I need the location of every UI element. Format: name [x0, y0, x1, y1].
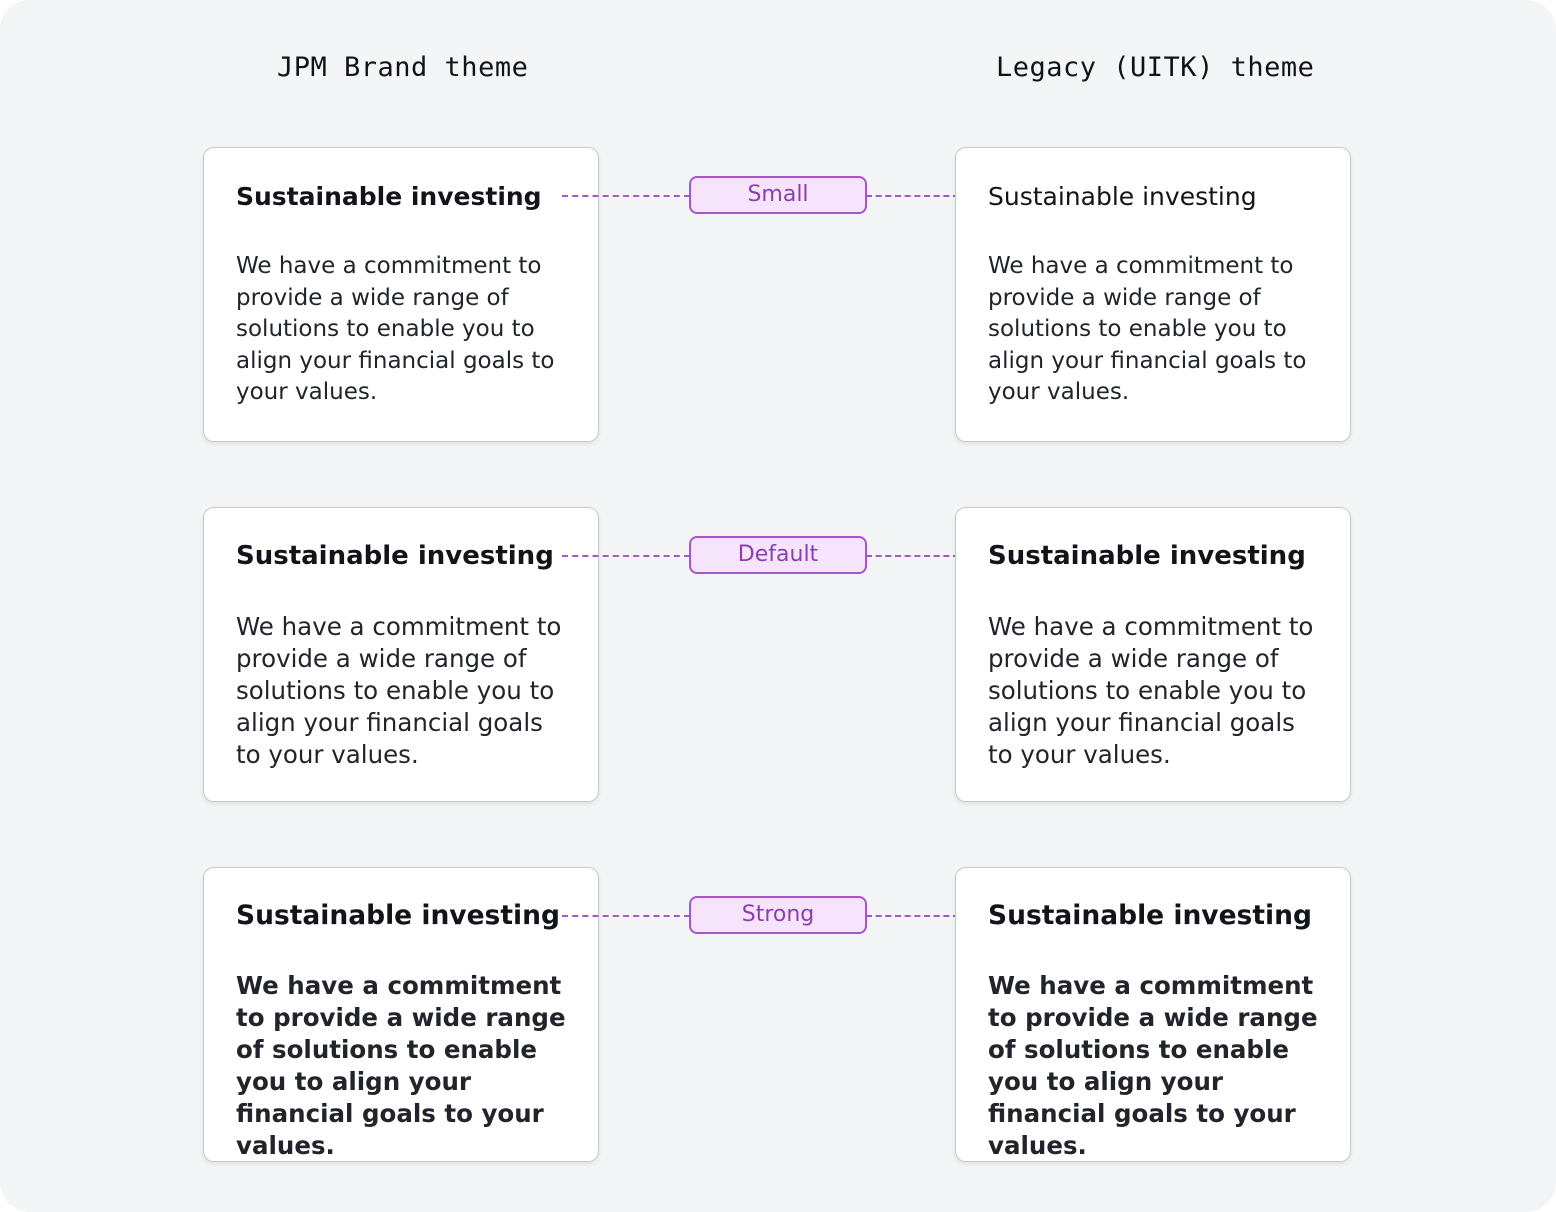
column-header-jpm-brand: JPM Brand theme	[277, 52, 529, 83]
card-legacy-uitk-strong[interactable]: Sustainable investing We have a commitme…	[955, 867, 1351, 1162]
card-body-text: We have a commitment to provide a wide r…	[236, 253, 555, 405]
connector-line-right	[866, 915, 988, 917]
card-body-text: We have a commitment to provide a wide r…	[988, 971, 1318, 1160]
connector-line-left	[562, 195, 690, 197]
card-jpm-brand-strong[interactable]: Sustainable investing We have a commitme…	[203, 867, 599, 1162]
size-badge-strong[interactable]: Strong	[689, 896, 867, 934]
card-title: Sustainable investing	[988, 900, 1312, 931]
card-title: Sustainable investing	[236, 182, 542, 211]
card-title: Sustainable investing	[988, 182, 1257, 211]
card-content: Sustainable investing We have a commitme…	[236, 868, 572, 1161]
card-jpm-brand-default[interactable]: Sustainable investing We have a commitme…	[203, 507, 599, 802]
size-badge-default[interactable]: Default	[689, 536, 867, 574]
connector-line-left	[562, 915, 690, 917]
column-header-legacy-uitk: Legacy (UITK) theme	[996, 52, 1315, 83]
card-content: Sustainable investing We have a commitme…	[236, 508, 572, 771]
card-content: Sustainable investing We have a commitme…	[988, 148, 1324, 409]
connector-line-right	[866, 195, 988, 197]
card-content: Sustainable investing We have a commitme…	[988, 508, 1324, 771]
card-title: Sustainable investing	[236, 541, 554, 571]
card-body-text: We have a commitment to provide a wide r…	[988, 612, 1314, 769]
card-body-text: We have a commitment to provide a wide r…	[236, 971, 566, 1160]
connector-line-left	[562, 555, 690, 557]
comparison-row-default: Sustainable investing We have a commitme…	[0, 507, 1556, 804]
connector-line-right	[866, 555, 988, 557]
card-legacy-uitk-small[interactable]: Sustainable investing We have a commitme…	[955, 147, 1351, 442]
card-title: Sustainable investing	[236, 900, 560, 931]
card-jpm-brand-small[interactable]: Sustainable investing We have a commitme…	[203, 147, 599, 442]
card-title: Sustainable investing	[988, 541, 1306, 571]
card-content: Sustainable investing We have a commitme…	[988, 868, 1324, 1161]
comparison-row-strong: Sustainable investing We have a commitme…	[0, 867, 1556, 1164]
card-body-text: We have a commitment to provide a wide r…	[988, 253, 1307, 405]
card-content: Sustainable investing We have a commitme…	[236, 148, 572, 409]
card-body-text: We have a commitment to provide a wide r…	[236, 612, 562, 769]
card-legacy-uitk-default[interactable]: Sustainable investing We have a commitme…	[955, 507, 1351, 802]
comparison-row-small: Sustainable investing We have a commitme…	[0, 147, 1556, 444]
size-badge-small[interactable]: Small	[689, 176, 867, 214]
